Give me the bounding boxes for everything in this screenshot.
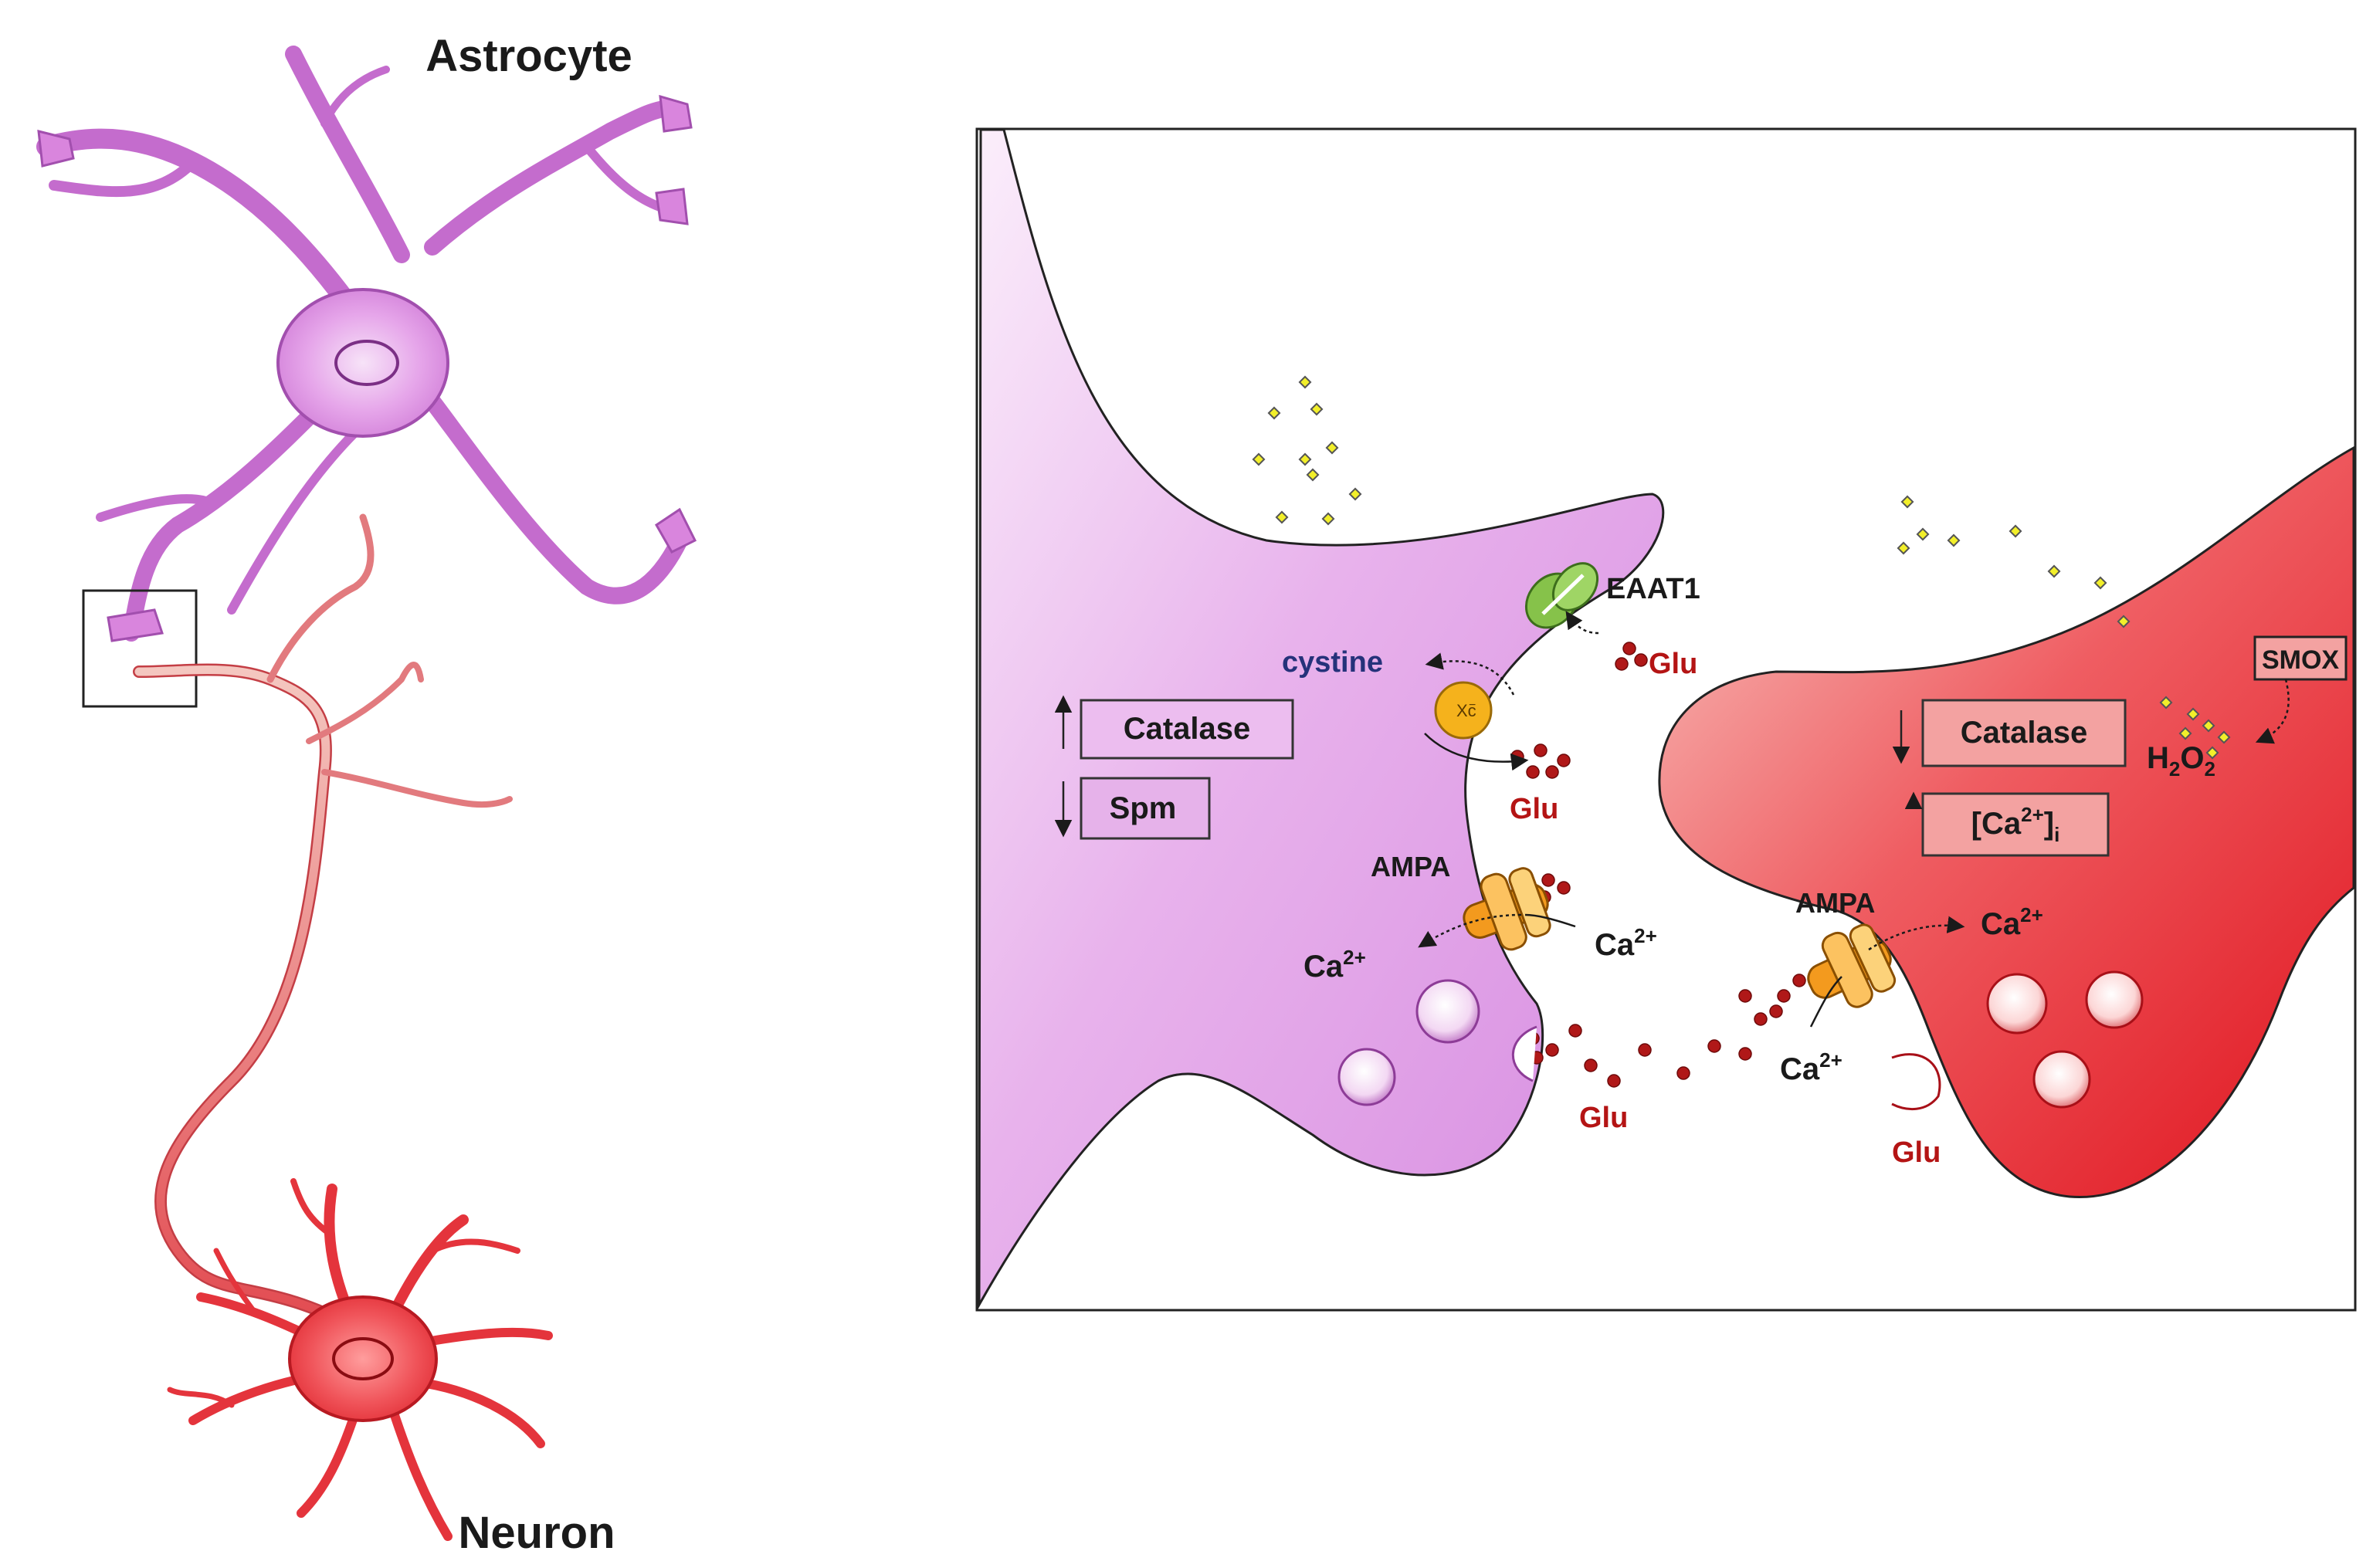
- ros-dot: [2159, 696, 2173, 709]
- glutamate-dot: [1534, 743, 1548, 757]
- glutamate-dot: [1676, 1066, 1690, 1080]
- neuron-ca-flux: [1809, 916, 1965, 1028]
- synapse-panel: EAAT1 Xc − cystine Glu Glu Glu Glu Catal…: [975, 127, 2357, 1312]
- neuron-ca-out-label: Ca2+: [1780, 1048, 1842, 1086]
- glutamate-dot: [1557, 754, 1571, 767]
- ros-dot: [1348, 487, 1362, 501]
- ros-dot: [1310, 402, 1324, 416]
- neuron-ca-in-label: Ca2+: [1981, 903, 2043, 941]
- ros-dot: [2205, 746, 2219, 760]
- glutamate-dot: [1792, 974, 1806, 987]
- glutamate-dot: [1607, 1074, 1621, 1088]
- neuron-ampa-label: AMPA: [1795, 887, 1875, 919]
- ros-dot: [1325, 441, 1339, 455]
- ros-dot: [1275, 510, 1289, 524]
- ros-dot: [2186, 707, 2200, 721]
- smox-text: SMOX: [2262, 645, 2339, 675]
- astro-ca-out-label: Ca2+: [1595, 924, 1657, 962]
- glutamate-dot: [1557, 881, 1571, 895]
- xc-exchanger-icon: [1434, 681, 1493, 740]
- glutamate-dot: [1754, 1012, 1768, 1026]
- glutamate-dot: [1545, 1043, 1559, 1057]
- ros-dot: [1252, 452, 1266, 466]
- ros-dot: [1298, 452, 1312, 466]
- ros-dot: [2178, 726, 2192, 740]
- glu-label-cleft: Glu: [1579, 1102, 1628, 1134]
- eaat1-transporter: [1524, 562, 1599, 629]
- ros-dot: [2047, 564, 2061, 578]
- glutamate-dot: [1777, 989, 1791, 1003]
- ros-dot: [2009, 524, 2022, 538]
- glu-label-eaat1: Glu: [1649, 648, 1697, 680]
- astro-catalase-text: Catalase: [1124, 712, 1251, 746]
- astrocyte-nucleus: [334, 340, 399, 386]
- neuron-catalase-box: Catalase: [1921, 699, 2127, 767]
- neuron-axon: [133, 513, 513, 1334]
- ros-dot-cluster: [1252, 375, 2231, 760]
- ros-dot: [1267, 406, 1281, 420]
- neuron-soma: [288, 1295, 438, 1422]
- ros-dot: [2202, 719, 2215, 733]
- astro-fusing-vesicle: [1511, 1025, 1537, 1082]
- astro-ca-in-label: Ca2+: [1303, 946, 1366, 984]
- smox-to-h2o2-arrow-icon: [2255, 679, 2290, 744]
- ros-dot: [1306, 468, 1320, 482]
- glu-label-neuron: Glu: [1892, 1136, 1941, 1169]
- astro-vesicles: [1337, 979, 1537, 1106]
- ros-dot: [1900, 495, 1914, 509]
- inset-box: [82, 589, 198, 708]
- xc-symbol: Xc: [1456, 701, 1476, 720]
- neuron-calcium-box: [Ca2+]i: [1921, 792, 2110, 857]
- ros-dot: [1897, 541, 1910, 555]
- xc-superscript: −: [1469, 699, 1476, 712]
- astro-ca-flux: [1418, 913, 1576, 948]
- neuron-calcium-text: [Ca2+]i: [1971, 803, 2060, 846]
- ros-dot: [1298, 375, 1312, 389]
- glutamate-dot: [1738, 1047, 1752, 1061]
- neuron-catalase-text: Catalase: [1961, 716, 2088, 750]
- astrocyte-endfeet: [37, 94, 697, 642]
- astro-spm-box: Spm: [1080, 777, 1211, 840]
- ros-dot: [2117, 615, 2131, 628]
- ros-dot: [1321, 512, 1335, 526]
- eaat1-label: EAAT1: [1606, 573, 1700, 605]
- neuron-ampa-receptor: [1807, 923, 1897, 1008]
- astro-catalase-box: Catalase: [1080, 699, 1294, 760]
- glutamate-dot: [1526, 765, 1540, 779]
- ros-dot: [2093, 576, 2107, 590]
- glutamate-dot: [1615, 657, 1629, 671]
- neuron-nucleus: [332, 1337, 394, 1380]
- ros-dot: [1947, 533, 1961, 547]
- neuron-label: Neuron: [459, 1508, 615, 1558]
- glutamate-dot: [1769, 1004, 1783, 1018]
- glutamate-dot: [1584, 1058, 1598, 1072]
- astro-ampa-label: AMPA: [1371, 851, 1450, 882]
- glutamate-dot: [1738, 989, 1752, 1003]
- glutamate-dot: [1638, 1043, 1652, 1057]
- glutamate-dot: [1568, 1024, 1582, 1038]
- neuron-fusing-vesicle: [1891, 1053, 1941, 1111]
- glu-label-xc: Glu: [1510, 793, 1558, 825]
- glutamate-dot: [1634, 653, 1648, 667]
- astro-ampa-receptor: [1463, 867, 1551, 951]
- astrocyte-process: [978, 128, 1665, 1309]
- neuron-vesicles: [1891, 970, 2144, 1111]
- glutamate-dot: [1622, 642, 1636, 655]
- glutamate-dot: [1541, 873, 1555, 887]
- cystine-label: cystine: [1282, 646, 1383, 679]
- ros-dot: [1916, 527, 1930, 541]
- smox-box: SMOX: [2253, 635, 2348, 681]
- overview-panel: Astrocyte: [36, 31, 697, 1558]
- xc-flux-arrows: [1424, 611, 1599, 771]
- astrocyte-label: Astrocyte: [425, 31, 632, 81]
- astrocyte-soma: [276, 288, 449, 438]
- ros-dot: [2217, 730, 2231, 744]
- glutamate-dot: [1545, 765, 1559, 779]
- glutamate-dot: [1707, 1039, 1721, 1053]
- astro-spm-text: Spm: [1110, 791, 1177, 825]
- astrocyte-cell: [36, 46, 688, 642]
- h2o2-label: H2O2: [2147, 741, 2215, 781]
